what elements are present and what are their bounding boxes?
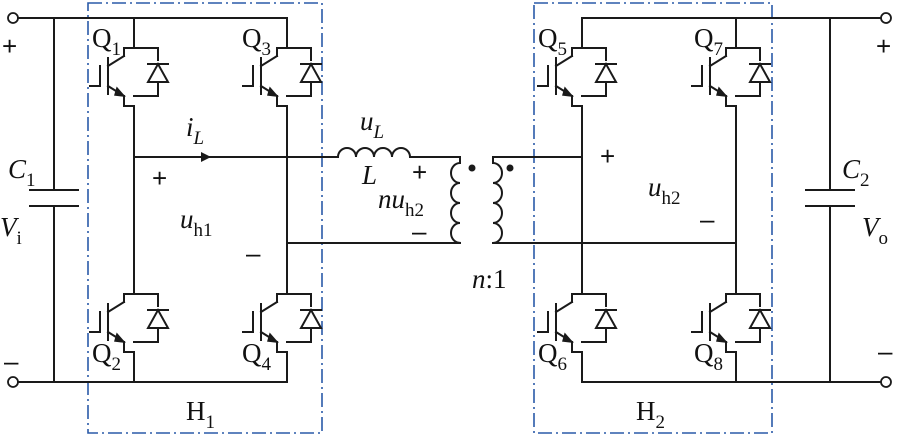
q6-label: Q6 bbox=[538, 338, 567, 375]
q3-label: Q3 bbox=[242, 23, 271, 60]
inductor-l bbox=[336, 147, 412, 159]
uh1-minus-sign: – bbox=[246, 238, 261, 268]
vo-plus-sign: + bbox=[876, 31, 891, 61]
nuh2-plus-sign: + bbox=[412, 157, 427, 187]
il-label: iL bbox=[186, 112, 204, 149]
q1-label: Q1 bbox=[92, 23, 121, 60]
uh2-plus-sign: + bbox=[600, 141, 615, 171]
q8-label: Q8 bbox=[694, 338, 723, 375]
output-terminal-negative bbox=[880, 376, 892, 388]
uh2-label: uh2 bbox=[648, 172, 681, 209]
bridge-h1-box bbox=[87, 2, 323, 434]
inductor-l-label: L bbox=[361, 160, 377, 190]
transformer-primary bbox=[450, 161, 462, 245]
h2-label: H2 bbox=[636, 396, 665, 433]
uh2-minus-sign: – bbox=[700, 204, 715, 234]
vo-minus-sign: – bbox=[878, 336, 893, 366]
turns-ratio-label: n:1 bbox=[472, 264, 507, 294]
c2-label: C2 bbox=[842, 154, 870, 191]
q4-label: Q4 bbox=[242, 338, 272, 375]
primary-dot-marker bbox=[468, 164, 476, 172]
h1-label: H1 bbox=[186, 396, 215, 433]
q5-label: Q5 bbox=[538, 23, 567, 60]
vi-minus-sign: – bbox=[4, 346, 19, 376]
uh1-plus-sign: + bbox=[152, 163, 167, 193]
uh1-label: uh1 bbox=[180, 204, 213, 241]
q7-label: Q7 bbox=[694, 23, 723, 60]
ul-label: uL bbox=[360, 106, 384, 143]
q2-label: Q2 bbox=[92, 338, 121, 375]
nuh2-minus-sign: – bbox=[412, 216, 427, 246]
vi-plus-sign: + bbox=[2, 31, 17, 61]
capacitor-c1 bbox=[29, 17, 79, 383]
nuh2-label: nuh2 bbox=[378, 184, 424, 221]
secondary-top-lead bbox=[492, 156, 583, 164]
primary-top-lead bbox=[409, 156, 461, 164]
vi-label: Vi bbox=[0, 212, 22, 249]
capacitor-c2 bbox=[805, 17, 855, 383]
bridge-h2-box bbox=[533, 2, 773, 434]
vo-label: Vo bbox=[862, 212, 888, 249]
output-terminal-positive bbox=[880, 12, 892, 24]
c1-label: C1 bbox=[8, 154, 36, 191]
transformer-secondary bbox=[491, 161, 503, 245]
secondary-dot-marker bbox=[506, 164, 514, 172]
input-terminal-positive bbox=[7, 12, 19, 24]
input-terminal-negative bbox=[7, 376, 19, 388]
